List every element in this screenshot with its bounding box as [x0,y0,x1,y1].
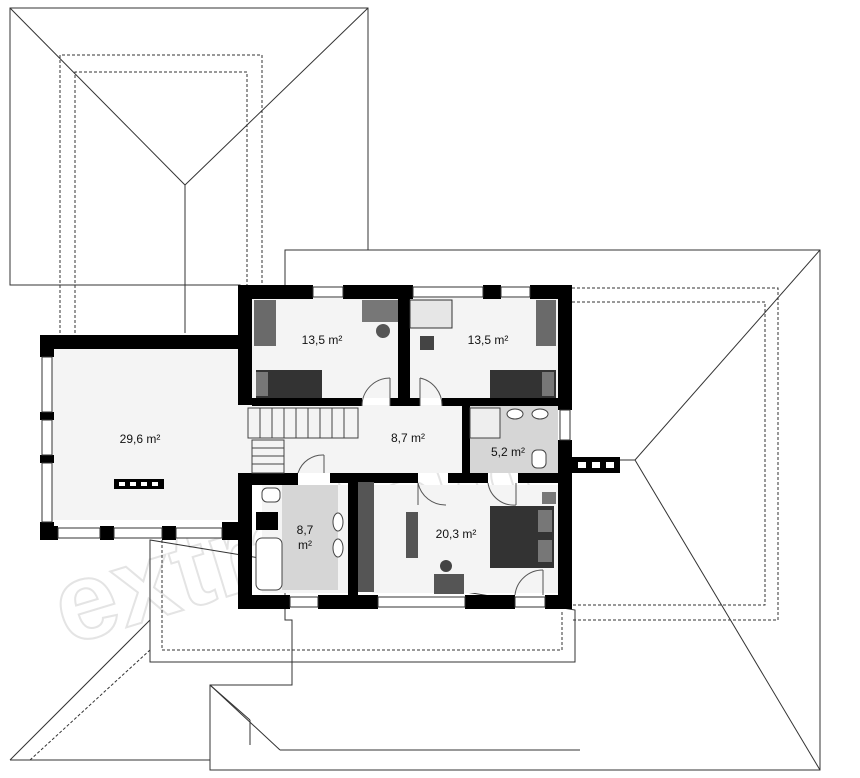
desk-icon [362,300,398,322]
railing-icon [114,479,164,489]
desk-icon [409,299,453,329]
chair-icon [420,336,434,350]
bathtub-icon [255,537,283,591]
sink-icon [531,408,549,420]
terrace-rail [578,462,614,468]
sink-icon [332,538,344,558]
sink-icon [506,408,524,420]
walls [40,285,620,609]
staircase [247,407,359,474]
room-label-bathroom-main-value: 8,7 [297,523,314,537]
sink-icon [332,512,344,532]
room-label-bedroom-1: 13,5 m² [302,333,343,347]
wardrobe-icon [358,482,374,592]
chair-icon [440,560,452,572]
shower-icon [469,407,501,439]
shelf-icon [256,512,278,530]
room-label-bathroom-small: 5,2 m² [491,445,525,459]
wardrobe-icon [254,300,276,346]
room-labels: 29,6 m² 13,5 m² 13,5 m² 8,7 m² 5,2 m² 8,… [120,333,525,552]
room-label-bathroom-main-unit: m² [298,538,312,552]
room-label-landing: 8,7 m² [391,431,425,445]
room-label-master-bedroom: 20,3 m² [436,527,477,541]
windows [41,286,571,608]
room-label-bedroom-2: 13,5 m² [468,333,509,347]
door-swings [297,377,544,596]
room-label-hall-large: 29,6 m² [120,432,161,446]
nightstand-icon [542,492,556,504]
chair-icon [376,324,390,338]
desk-icon [434,574,464,594]
dresser-icon [406,512,418,558]
wardrobe-icon [536,300,556,346]
toilet-icon [261,487,281,503]
furniture [114,299,556,594]
toilet-icon [531,449,547,469]
